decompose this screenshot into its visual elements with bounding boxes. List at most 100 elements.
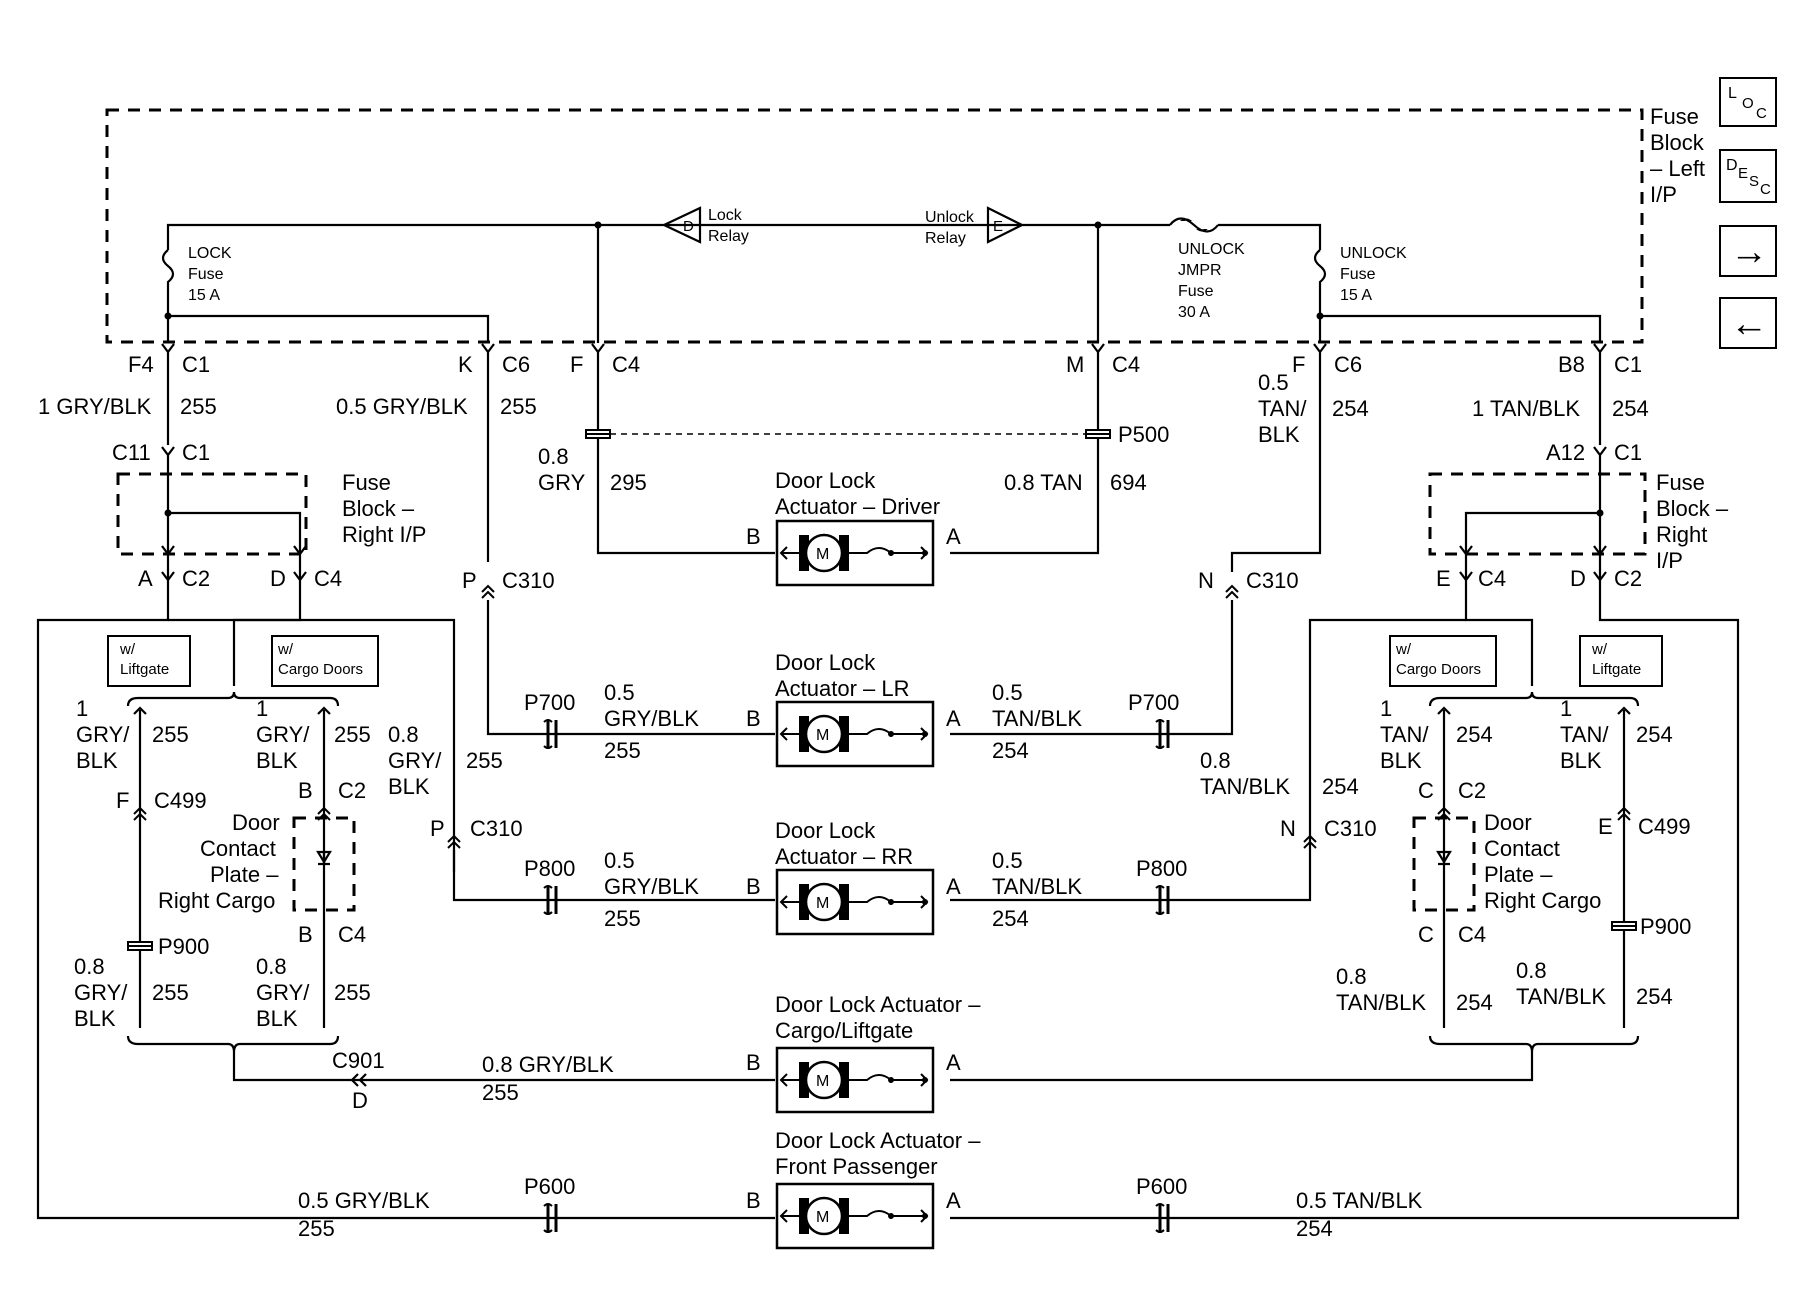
actuator-lr-label-2: Actuator – LR (775, 676, 910, 701)
actuator-cargo-label-1: Door Lock Actuator – (775, 992, 981, 1017)
conn-c499a: C499 (154, 788, 207, 813)
fuse-block-left-ip: Fuse Block – Left I/P LOCK Fuse 15 A D L… (105, 104, 1705, 344)
unlock-relay-pin: E (993, 218, 1003, 235)
actuator-cargo-label-2: Cargo/Liftgate (775, 1018, 913, 1043)
wire-w3-1: 0.5 (1258, 370, 1289, 395)
conn-p900a: P900 (158, 934, 209, 959)
conn-c11: C11 (112, 440, 151, 465)
conn-c2b: C2 (1614, 566, 1642, 591)
c310-connectors: P C310 N C310 P C310 N C310 (430, 568, 1377, 902)
wire-r5-2: TAN/BLK (1516, 984, 1606, 1009)
conn-c4d: C4 (1478, 566, 1506, 591)
actuator-rr-pin-b: B (746, 874, 761, 899)
loc-l: L (1728, 85, 1737, 102)
actuator-lr-pin-b: B (746, 706, 761, 731)
conn-p700b: P700 (1128, 690, 1179, 715)
lock-relay-label-1: Lock (708, 207, 743, 224)
wire-r4-1: 0.8 (1336, 964, 1367, 989)
conn-p900b: P900 (1640, 914, 1691, 939)
wire-l5-3: BLK (256, 1006, 298, 1031)
conn-c4c: C4 (314, 566, 342, 591)
desc-c: C (1760, 181, 1771, 198)
wire-rr-left-c: 255 (604, 906, 641, 931)
wire-l2c: 255 (334, 722, 371, 747)
unlock-relay-label-1: Unlock (925, 209, 975, 226)
wire-rr-left-2: GRY/BLK (604, 874, 699, 899)
wire-lr-left-c: 255 (604, 738, 641, 763)
wire-lr-right-2: TAN/BLK (992, 706, 1082, 731)
wire-rr-right-2: TAN/BLK (992, 874, 1082, 899)
cargo-doors-right-1: w/ (1395, 641, 1412, 658)
conn-c4b: C4 (1112, 352, 1140, 377)
wire-lr-left-2: GRY/BLK (604, 706, 699, 731)
conn-c901-pin: D (352, 1088, 368, 1113)
wire-w2c: 255 (500, 394, 537, 419)
door-contact-left-4: Right Cargo (158, 888, 275, 913)
door-contact-right-4: Right Cargo (1484, 888, 1601, 913)
next-button[interactable]: → (1719, 225, 1777, 277)
top-wires: 1 GRY/BLK 255 0.5 GRY/BLK 255 0.8 GRY 29… (38, 360, 1649, 572)
wire-fp-left: 0.5 GRY/BLK (298, 1188, 430, 1213)
option-cargo-doors-right: w/ Cargo Doors (1389, 635, 1497, 687)
fuse-block-right-ip-right: A12 C1 Fuse Block – Right I/P E C4 D C2 (1428, 440, 1729, 591)
wire-w3-2: TAN/ (1258, 396, 1307, 421)
desc-button[interactable]: D E S C (1719, 149, 1777, 203)
conn-c901: C901 (332, 1048, 385, 1073)
actuator-lr-motor: M (816, 727, 829, 744)
actuator-fp-motor: M (816, 1209, 829, 1226)
actuator-rr: Door Lock Actuator – RR M B A P800 P800 … (524, 818, 1187, 936)
actuator-driver-label-1: Door Lock (775, 468, 876, 493)
wire-w5-1: 0.8 (538, 444, 569, 469)
actuator-rr-label-2: Actuator – RR (775, 844, 913, 869)
loc-button[interactable]: L O C (1719, 77, 1777, 127)
wire-r3-1: 0.8 (1200, 748, 1231, 773)
fuse-block-right-right-1: Fuse (1656, 470, 1705, 495)
wire-w3c: 254 (1332, 396, 1369, 421)
conn-c310c: C310 (470, 816, 523, 841)
actuator-driver-label-2: Actuator – Driver (775, 494, 940, 519)
wire-l5-2: GRY/ (256, 980, 310, 1005)
wire-l5c: 255 (334, 980, 371, 1005)
wire-l5-1: 0.8 (256, 954, 287, 979)
actuator-rr-label-1: Door Lock (775, 818, 876, 843)
actuator-rr-pin-a: A (946, 874, 961, 899)
wire-l1c: 255 (152, 722, 189, 747)
loc-o: O (1742, 95, 1754, 112)
fuse-block-left-title-4: I/P (1650, 182, 1677, 207)
conn-bl: B (298, 778, 313, 803)
liftgate-left-2: Liftgate (120, 661, 169, 678)
wire-r2-2: TAN/ (1560, 722, 1609, 747)
wire-lr-left-1: 0.5 (604, 680, 635, 705)
wire-lr-right-c: 254 (992, 738, 1029, 763)
actuator-lr: Door Lock Actuator – LR M B A P700 P700 … (524, 650, 1179, 768)
actuator-front-passenger: Door Lock Actuator – Front Passenger M B… (298, 1128, 1423, 1250)
unlock-fuse-label-2: Fuse (1340, 266, 1376, 283)
actuator-lr-pin-a: A (946, 706, 961, 731)
conn-p600a: P600 (524, 1174, 575, 1199)
conn-c4f: C4 (1458, 922, 1486, 947)
cargo-doors-left-2: Cargo Doors (278, 661, 363, 678)
unlock-jmpr-fuse-label-2: JMPR (1178, 262, 1222, 279)
wire-l1-2: GRY/ (76, 722, 130, 747)
fuse-block-right-left-1: Fuse (342, 470, 391, 495)
prev-button[interactable]: ← (1719, 297, 1777, 349)
conn-p800b: P800 (1136, 856, 1187, 881)
wire-cargo: 0.8 GRY/BLK (482, 1052, 614, 1077)
conn-n: N (1198, 568, 1214, 593)
conn-c310a: C310 (502, 568, 555, 593)
cargo-doors-right-2: Cargo Doors (1396, 661, 1481, 678)
wire-w2: 0.5 GRY/BLK (336, 394, 468, 419)
conn-p600b: P600 (1136, 1174, 1187, 1199)
wire-w5c: 295 (610, 470, 647, 495)
wire-r2-1: 1 (1560, 696, 1572, 721)
conn-a: A (138, 566, 153, 591)
actuator-driver-pin-b: B (746, 524, 761, 549)
conn-p700a: P700 (524, 690, 575, 715)
actuator-driver: Door Lock Actuator – Driver M B A (746, 468, 961, 587)
wire-r4c: 254 (1456, 990, 1493, 1015)
wire-r4-2: TAN/BLK (1336, 990, 1426, 1015)
conn-c2c: C2 (338, 778, 366, 803)
conn-c1b: C1 (1614, 352, 1642, 377)
fuse-block-right-ip-left: C11 C1 Fuse Block – Right I/P A C2 D C4 (112, 440, 426, 591)
